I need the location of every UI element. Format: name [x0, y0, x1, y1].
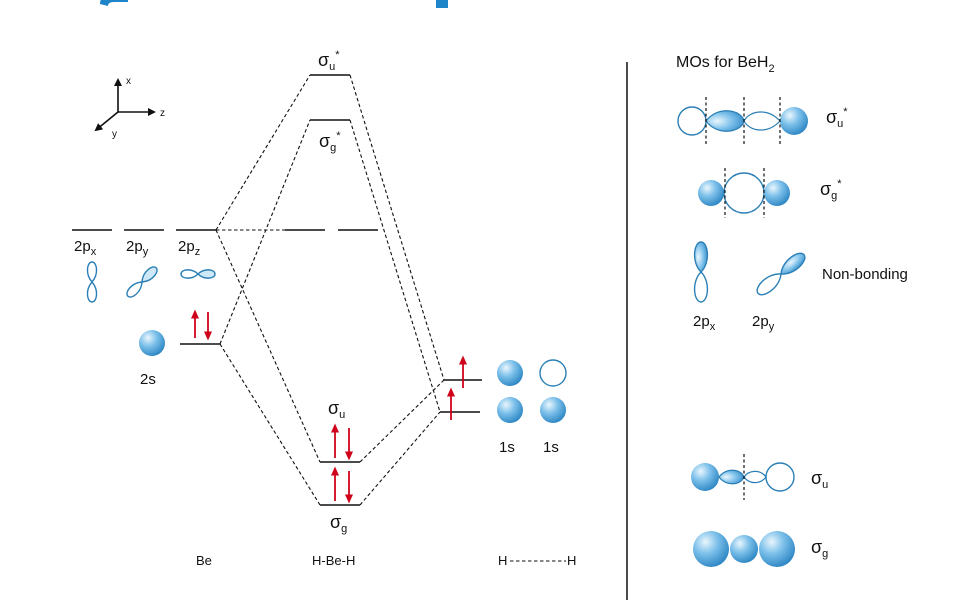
h-1s-sphere-bottom-right: [540, 397, 566, 423]
panel-sigma-g-star-label: σg*: [820, 178, 842, 202]
h-1s-label-2: 1s: [543, 439, 559, 456]
h-1s-sphere-bottom-left: [497, 397, 523, 423]
title-fragment: [100, 0, 448, 8]
panel-sigma-u-star-orbital: [677, 97, 808, 145]
be-2s-electrons: [191, 309, 212, 341]
axis-y-label: y: [112, 129, 117, 140]
be-2s-label: 2s: [140, 371, 156, 388]
be-2px-label: 2px: [74, 238, 97, 258]
sigma-u-electrons: [331, 423, 353, 461]
axis-indicator: x z y: [94, 76, 165, 140]
axis-x-label: x: [126, 76, 131, 87]
h-h-column-label: H H: [498, 553, 576, 568]
center-column-label: H-Be-H: [312, 553, 355, 568]
panel-2py-label: 2py: [752, 313, 775, 333]
sigma-g-electrons: [331, 466, 353, 504]
sigma-u-label: σu: [328, 398, 345, 421]
panel-title: MOs for BeH2: [676, 54, 775, 75]
sigma-g-label: σg: [330, 512, 347, 535]
panel-sigma-u-orbital: [691, 454, 795, 500]
be-2py-label: 2py: [126, 238, 149, 258]
be-column-label: Be: [196, 553, 212, 568]
px-orbital-icon: [86, 261, 98, 303]
be-2pz-label: 2pz: [178, 238, 200, 258]
panel-sigma-g-star-orbital: [698, 168, 790, 218]
panel-2py-orbital: [756, 252, 806, 296]
sigma-u-star-label: σu*: [318, 49, 340, 73]
h-column-label-right: H: [567, 553, 576, 568]
axis-z-label: z: [160, 108, 165, 119]
correlation-lines: [215, 74, 445, 506]
h-1s-sphere-top-right-open: [539, 359, 567, 387]
sigma-g-star-label: σg*: [319, 130, 341, 154]
panel-sigma-g-orbital: [693, 531, 795, 567]
panel-nonbonding-label: Non-bonding: [822, 266, 908, 283]
panel-sigma-u-label: σu: [811, 468, 828, 491]
be-2s-orbital-sphere: [139, 330, 165, 356]
h-1s-sphere-top-left: [497, 360, 523, 386]
panel-2px-orbital: [693, 241, 709, 303]
h-column-label-left: H: [498, 553, 507, 568]
panel-sigma-u-star-label: σu*: [826, 106, 848, 130]
panel-sigma-g-label: σg: [811, 537, 828, 560]
pz-orbital-icon: [180, 269, 216, 279]
panel-2px-label: 2px: [693, 313, 716, 333]
py-orbital-icon: [126, 266, 158, 298]
h-1s-label-1: 1s: [499, 439, 515, 456]
